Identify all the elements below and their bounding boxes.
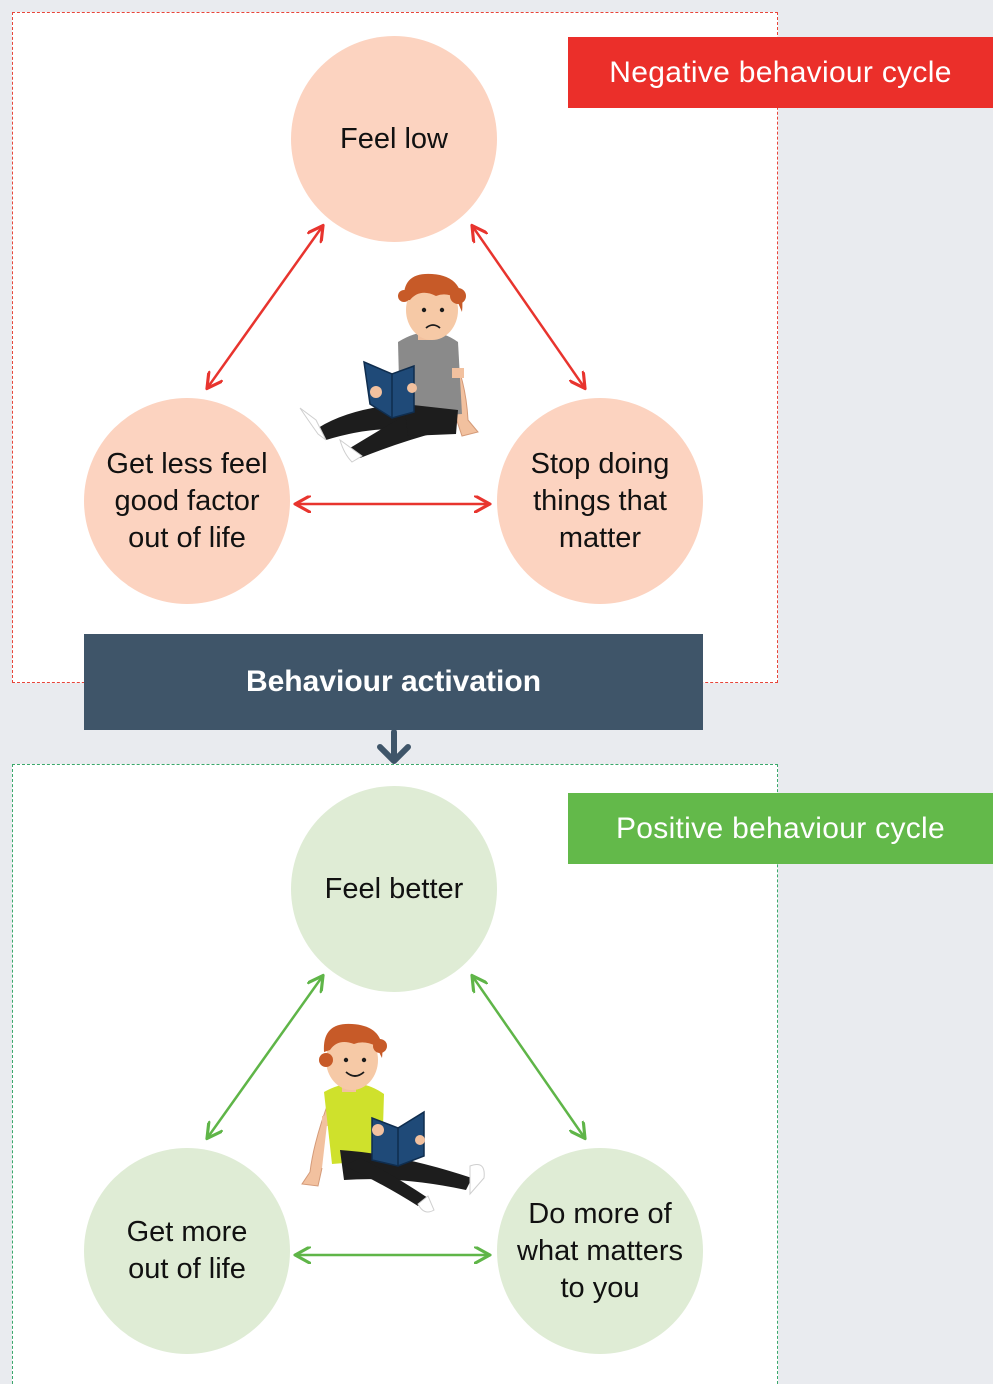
node-get-more-out-of-life: Get more out of life	[84, 1148, 290, 1354]
arrow-feel-low-to-stop-doing	[473, 227, 584, 387]
node-feel-better: Feel better	[291, 786, 497, 992]
behaviour-activation-banner: Behaviour activation	[84, 634, 703, 730]
arrow-feel-better-to-more-out-of-life	[208, 977, 322, 1137]
happy-person-reading-illustration	[301, 1023, 485, 1213]
down-arrow-icon	[377, 729, 411, 764]
node-get-less-feel-good: Get less feel good factor out of life	[84, 398, 290, 604]
node-feel-low: Feel low	[291, 36, 497, 242]
arrow-feel-low-to-less-feel-good	[208, 227, 322, 387]
node-stop-doing-things: Stop doing things that matter	[497, 398, 703, 604]
node-do-more-of-what-matters: Do more of what matters to you	[497, 1148, 703, 1354]
positive-cycle-tag: Positive behaviour cycle	[568, 793, 993, 864]
arrow-feel-better-to-do-more	[473, 977, 584, 1137]
negative-cycle-tag: Negative behaviour cycle	[568, 37, 993, 108]
sad-person-reading-illustration	[299, 273, 479, 463]
